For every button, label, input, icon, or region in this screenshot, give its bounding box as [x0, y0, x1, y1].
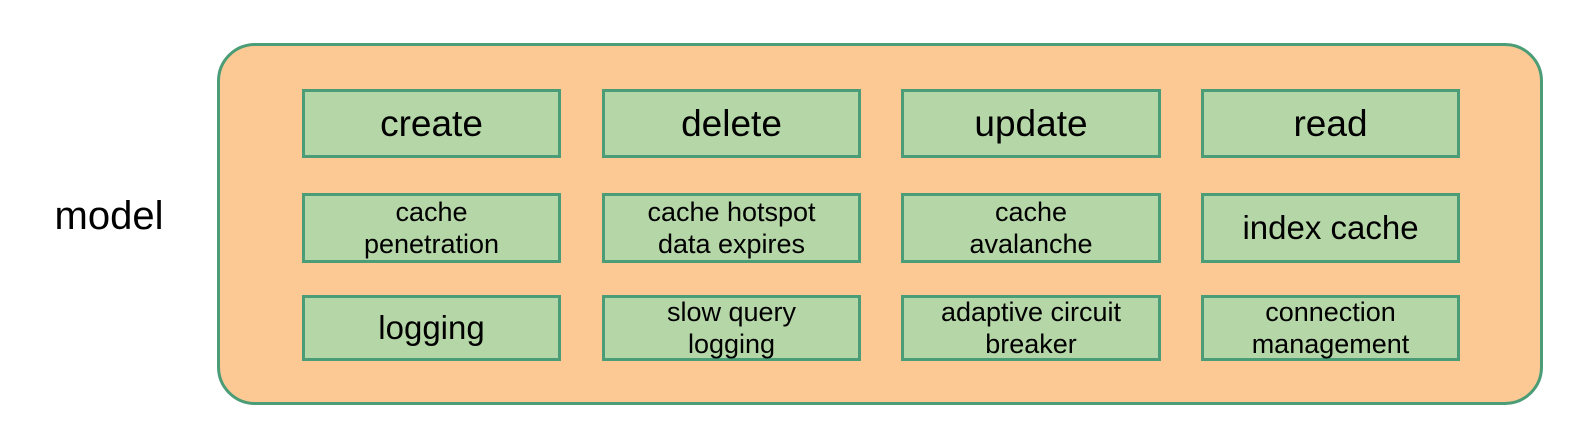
node-delete[interactable]: delete — [602, 89, 861, 158]
node-grid: create delete update read cache penetrat… — [302, 89, 1460, 361]
node-adaptive-circuit-breaker-label: adaptive circuit breaker — [940, 297, 1122, 359]
node-logging[interactable]: logging — [302, 295, 561, 361]
node-connection-management-label: connection management — [1251, 297, 1410, 359]
node-read-label: read — [1293, 103, 1368, 144]
node-cache-avalanche[interactable]: cache avalanche — [901, 193, 1161, 263]
model-label: model — [54, 194, 164, 238]
node-adaptive-circuit-breaker[interactable]: adaptive circuit breaker — [901, 295, 1161, 361]
node-slow-query-logging-label: slow query logging — [666, 297, 797, 359]
node-row-operations: create delete update read — [302, 89, 1460, 158]
model-group-container: create delete update read cache penetrat… — [217, 43, 1543, 405]
node-cache-avalanche-label: cache avalanche — [969, 197, 1093, 259]
node-row-cache-concerns: cache penetration cache hotspot data exp… — [302, 193, 1460, 263]
node-cache-penetration-label: cache penetration — [363, 197, 500, 259]
node-update-label: update — [974, 103, 1088, 144]
node-create[interactable]: create — [302, 89, 561, 158]
node-cache-penetration[interactable]: cache penetration — [302, 193, 561, 263]
node-index-cache[interactable]: index cache — [1201, 193, 1460, 263]
node-logging-label: logging — [378, 309, 485, 346]
node-delete-label: delete — [681, 103, 782, 144]
node-cache-hotspot-data-expires[interactable]: cache hotspot data expires — [602, 193, 861, 263]
node-update[interactable]: update — [901, 89, 1161, 158]
node-index-cache-label: index cache — [1242, 209, 1419, 246]
node-create-label: create — [380, 103, 483, 144]
node-cache-hotspot-data-expires-label: cache hotspot data expires — [647, 197, 816, 259]
node-row-operational-concerns: logging slow query logging adaptive circ… — [302, 295, 1460, 361]
node-slow-query-logging[interactable]: slow query logging — [602, 295, 861, 361]
node-connection-management[interactable]: connection management — [1201, 295, 1460, 361]
node-read[interactable]: read — [1201, 89, 1460, 158]
